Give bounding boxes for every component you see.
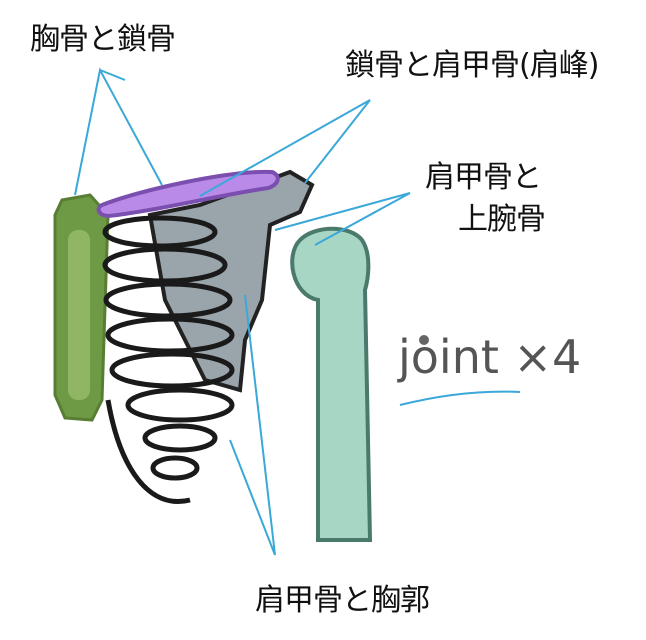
sternum-highlight [68,230,90,400]
label-sternum-clavicle: 胸骨と鎖骨 [30,22,176,57]
label-clavicle-scapula: 鎖骨と肩甲骨(肩峰) [345,48,599,83]
label-scapula-humerus-1: 肩甲骨と [425,160,542,195]
humerus [290,226,373,542]
pointer-lines [74,67,521,556]
label-scapula-thorax: 肩甲骨と胸郭 [255,583,430,618]
joint-count-label: joint ×4 [398,330,582,384]
clavicle [96,169,280,219]
ribcage [102,215,235,504]
joint-dot [419,335,429,345]
label-scapula-humerus-2: 上腕骨 [458,202,546,237]
